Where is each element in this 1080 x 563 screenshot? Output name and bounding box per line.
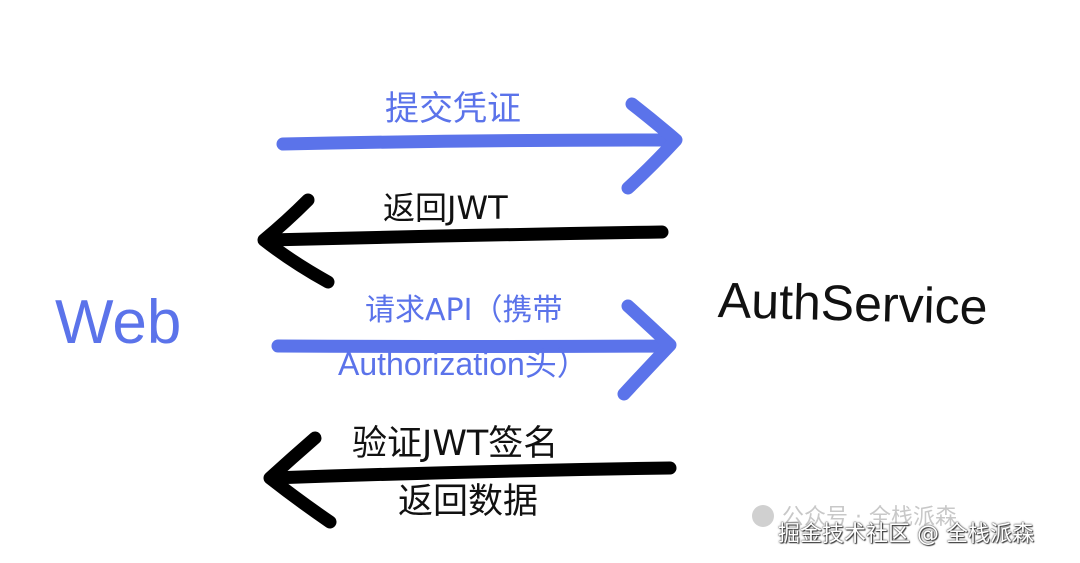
submit-credentials-label: 提交凭证 [385, 89, 521, 129]
submit-credentials-arrow-head [621, 97, 683, 195]
return-data-arrow [263, 431, 677, 529]
request-api-arrow-shaft [271, 339, 675, 353]
request-api-arrow-head [617, 299, 677, 401]
return-jwt-label: 返回JWT [383, 189, 508, 227]
verify-signature-label: 验证JWT签名 [352, 424, 559, 464]
wechat-icon [752, 505, 774, 527]
return-jwt-arrow-shaft [261, 225, 669, 247]
submit-credentials-arrow-shaft [276, 133, 679, 151]
return-data-label: 返回数据 [398, 482, 539, 522]
wechat-watermark: 公众号 · 全栈派森 [752, 505, 957, 529]
juejin-watermark: 掘金技术社区 @ 全栈派森 [778, 522, 1034, 547]
wechat-watermark-text: 公众号 · 全栈派森 [782, 505, 957, 530]
authservice-node-label: AuthService [717, 272, 989, 336]
return-jwt-arrow-head [257, 193, 335, 289]
return-data-arrow-head [263, 431, 337, 529]
return-jwt-arrow [257, 193, 669, 289]
request-api-arrow [271, 299, 677, 401]
arrows-layer [257, 97, 683, 529]
submit-credentials-arrow [276, 97, 683, 195]
web-node-label: Web [55, 288, 182, 357]
request-api-label-line1: 请求API（携带 [365, 293, 563, 328]
return-data-arrow-shaft [265, 461, 677, 485]
request-api-label-line2: Authorization头） [338, 346, 589, 382]
